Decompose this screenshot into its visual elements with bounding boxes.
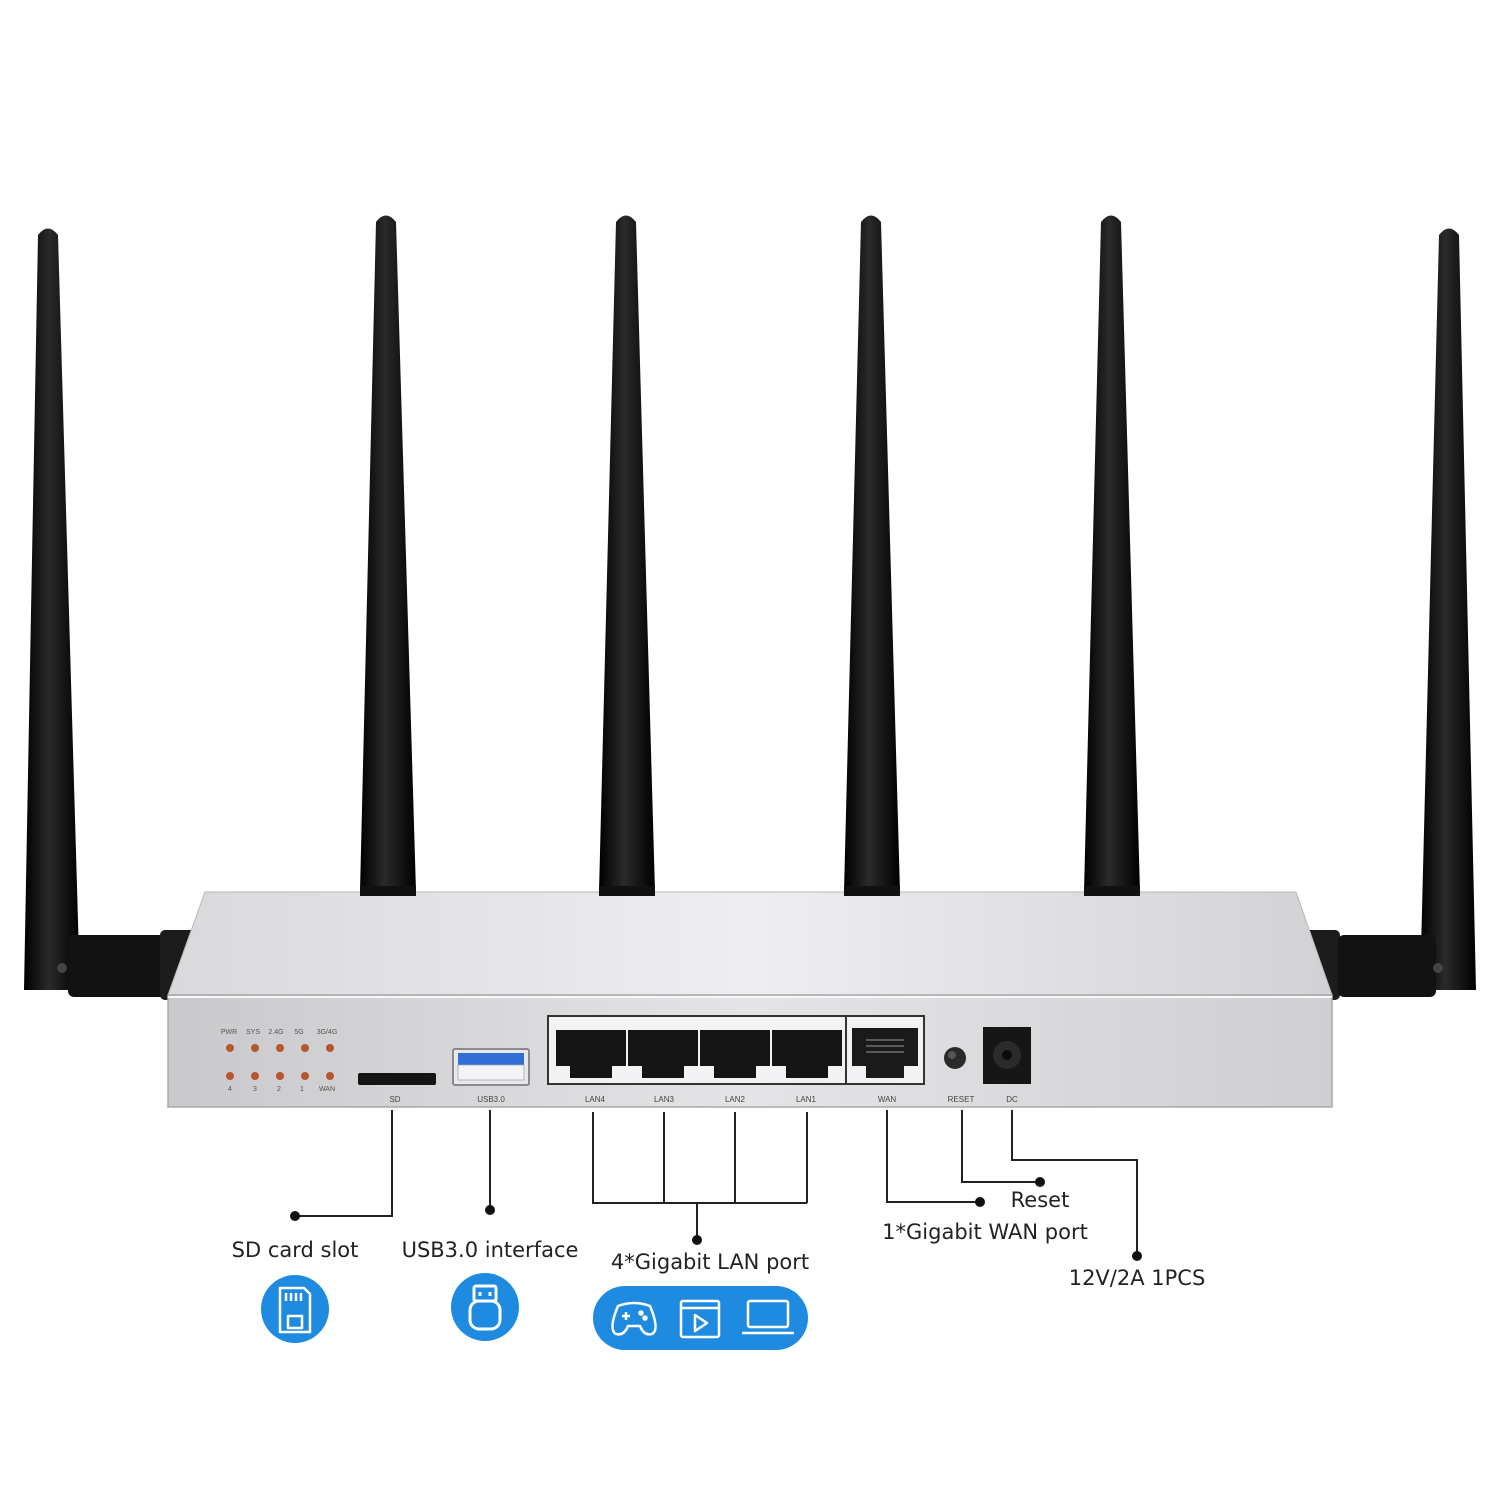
sd-card-badge bbox=[261, 1275, 329, 1343]
usb-drive-badge bbox=[451, 1273, 519, 1341]
led-pwr bbox=[226, 1044, 234, 1052]
lan3-port-label: LAN3 bbox=[654, 1095, 675, 1104]
antenna-6 bbox=[1420, 228, 1476, 990]
led-label-pwr: PWR bbox=[221, 1029, 237, 1036]
led-label-sys: SYS bbox=[246, 1029, 260, 1036]
callout-usb-interface: USB3.0 interface bbox=[402, 1238, 579, 1262]
led-label-4: 4 bbox=[228, 1086, 232, 1093]
reset-button: RESET bbox=[944, 1047, 974, 1104]
wan-port-label: WAN bbox=[878, 1095, 897, 1104]
antenna-2 bbox=[360, 215, 416, 892]
led-label-24g: 2.4G bbox=[268, 1029, 283, 1036]
callout-wan-port: 1*Gigabit WAN port bbox=[882, 1220, 1088, 1244]
router-chassis bbox=[167, 886, 1333, 1108]
led-label-2: 2 bbox=[277, 1086, 281, 1093]
antenna-1 bbox=[24, 228, 80, 990]
led-label-1: 1 bbox=[300, 1086, 304, 1093]
leader-dots bbox=[290, 1177, 1142, 1261]
led-24g bbox=[276, 1044, 284, 1052]
callout-power: 12V/2A 1PCS bbox=[1069, 1266, 1206, 1290]
lan1-port: LAN1 bbox=[772, 1030, 842, 1104]
antenna-4 bbox=[844, 215, 900, 892]
antenna-3 bbox=[599, 215, 655, 892]
antenna-5 bbox=[1084, 215, 1140, 892]
sd-card-icon bbox=[278, 1286, 312, 1334]
led-lan3 bbox=[251, 1072, 259, 1080]
led-5g bbox=[301, 1044, 309, 1052]
led-panel: PWR SYS 2.4G 5G 3G/4G 4 3 2 1 WAN bbox=[221, 1029, 337, 1093]
led-3g4g bbox=[326, 1044, 334, 1052]
usb3-port: USB3.0 bbox=[452, 1048, 530, 1104]
lan3-port: LAN3 bbox=[628, 1030, 698, 1104]
wan-port: WAN bbox=[852, 1028, 918, 1104]
led-lan4 bbox=[226, 1072, 234, 1080]
led-label-wan: WAN bbox=[319, 1086, 335, 1093]
laptop-icon bbox=[742, 1299, 794, 1335]
lan4-port: LAN4 bbox=[556, 1030, 626, 1104]
video-play-icon bbox=[679, 1299, 721, 1339]
lan1-port-label: LAN1 bbox=[796, 1095, 817, 1104]
callout-lan-ports: 4*Gigabit LAN port bbox=[611, 1250, 809, 1274]
reset-port-label: RESET bbox=[948, 1095, 975, 1104]
led-label-3g4g: 3G/4G bbox=[317, 1029, 338, 1036]
callout-reset: Reset bbox=[1011, 1188, 1070, 1212]
lan2-port: LAN2 bbox=[700, 1030, 770, 1104]
dc-power-jack: DC bbox=[983, 1027, 1031, 1104]
callout-sd-card-slot: SD card slot bbox=[232, 1238, 359, 1262]
leader-lines bbox=[295, 1110, 1138, 1256]
gamepad-icon bbox=[611, 1301, 657, 1336]
led-wan bbox=[326, 1072, 334, 1080]
sd-slot: SD bbox=[358, 1073, 436, 1104]
lan-usage-badge bbox=[593, 1286, 808, 1350]
led-label-5g: 5G bbox=[294, 1029, 303, 1036]
led-sys bbox=[251, 1044, 259, 1052]
usb-port-label: USB3.0 bbox=[477, 1095, 505, 1104]
lan4-port-label: LAN4 bbox=[585, 1095, 606, 1104]
led-label-3: 3 bbox=[253, 1086, 257, 1093]
led-lan1 bbox=[301, 1072, 309, 1080]
led-lan2 bbox=[276, 1072, 284, 1080]
usb-drive-icon bbox=[468, 1284, 502, 1331]
sd-port-label: SD bbox=[389, 1095, 400, 1104]
dc-port-label: DC bbox=[1006, 1095, 1018, 1104]
lan2-port-label: LAN2 bbox=[725, 1095, 746, 1104]
